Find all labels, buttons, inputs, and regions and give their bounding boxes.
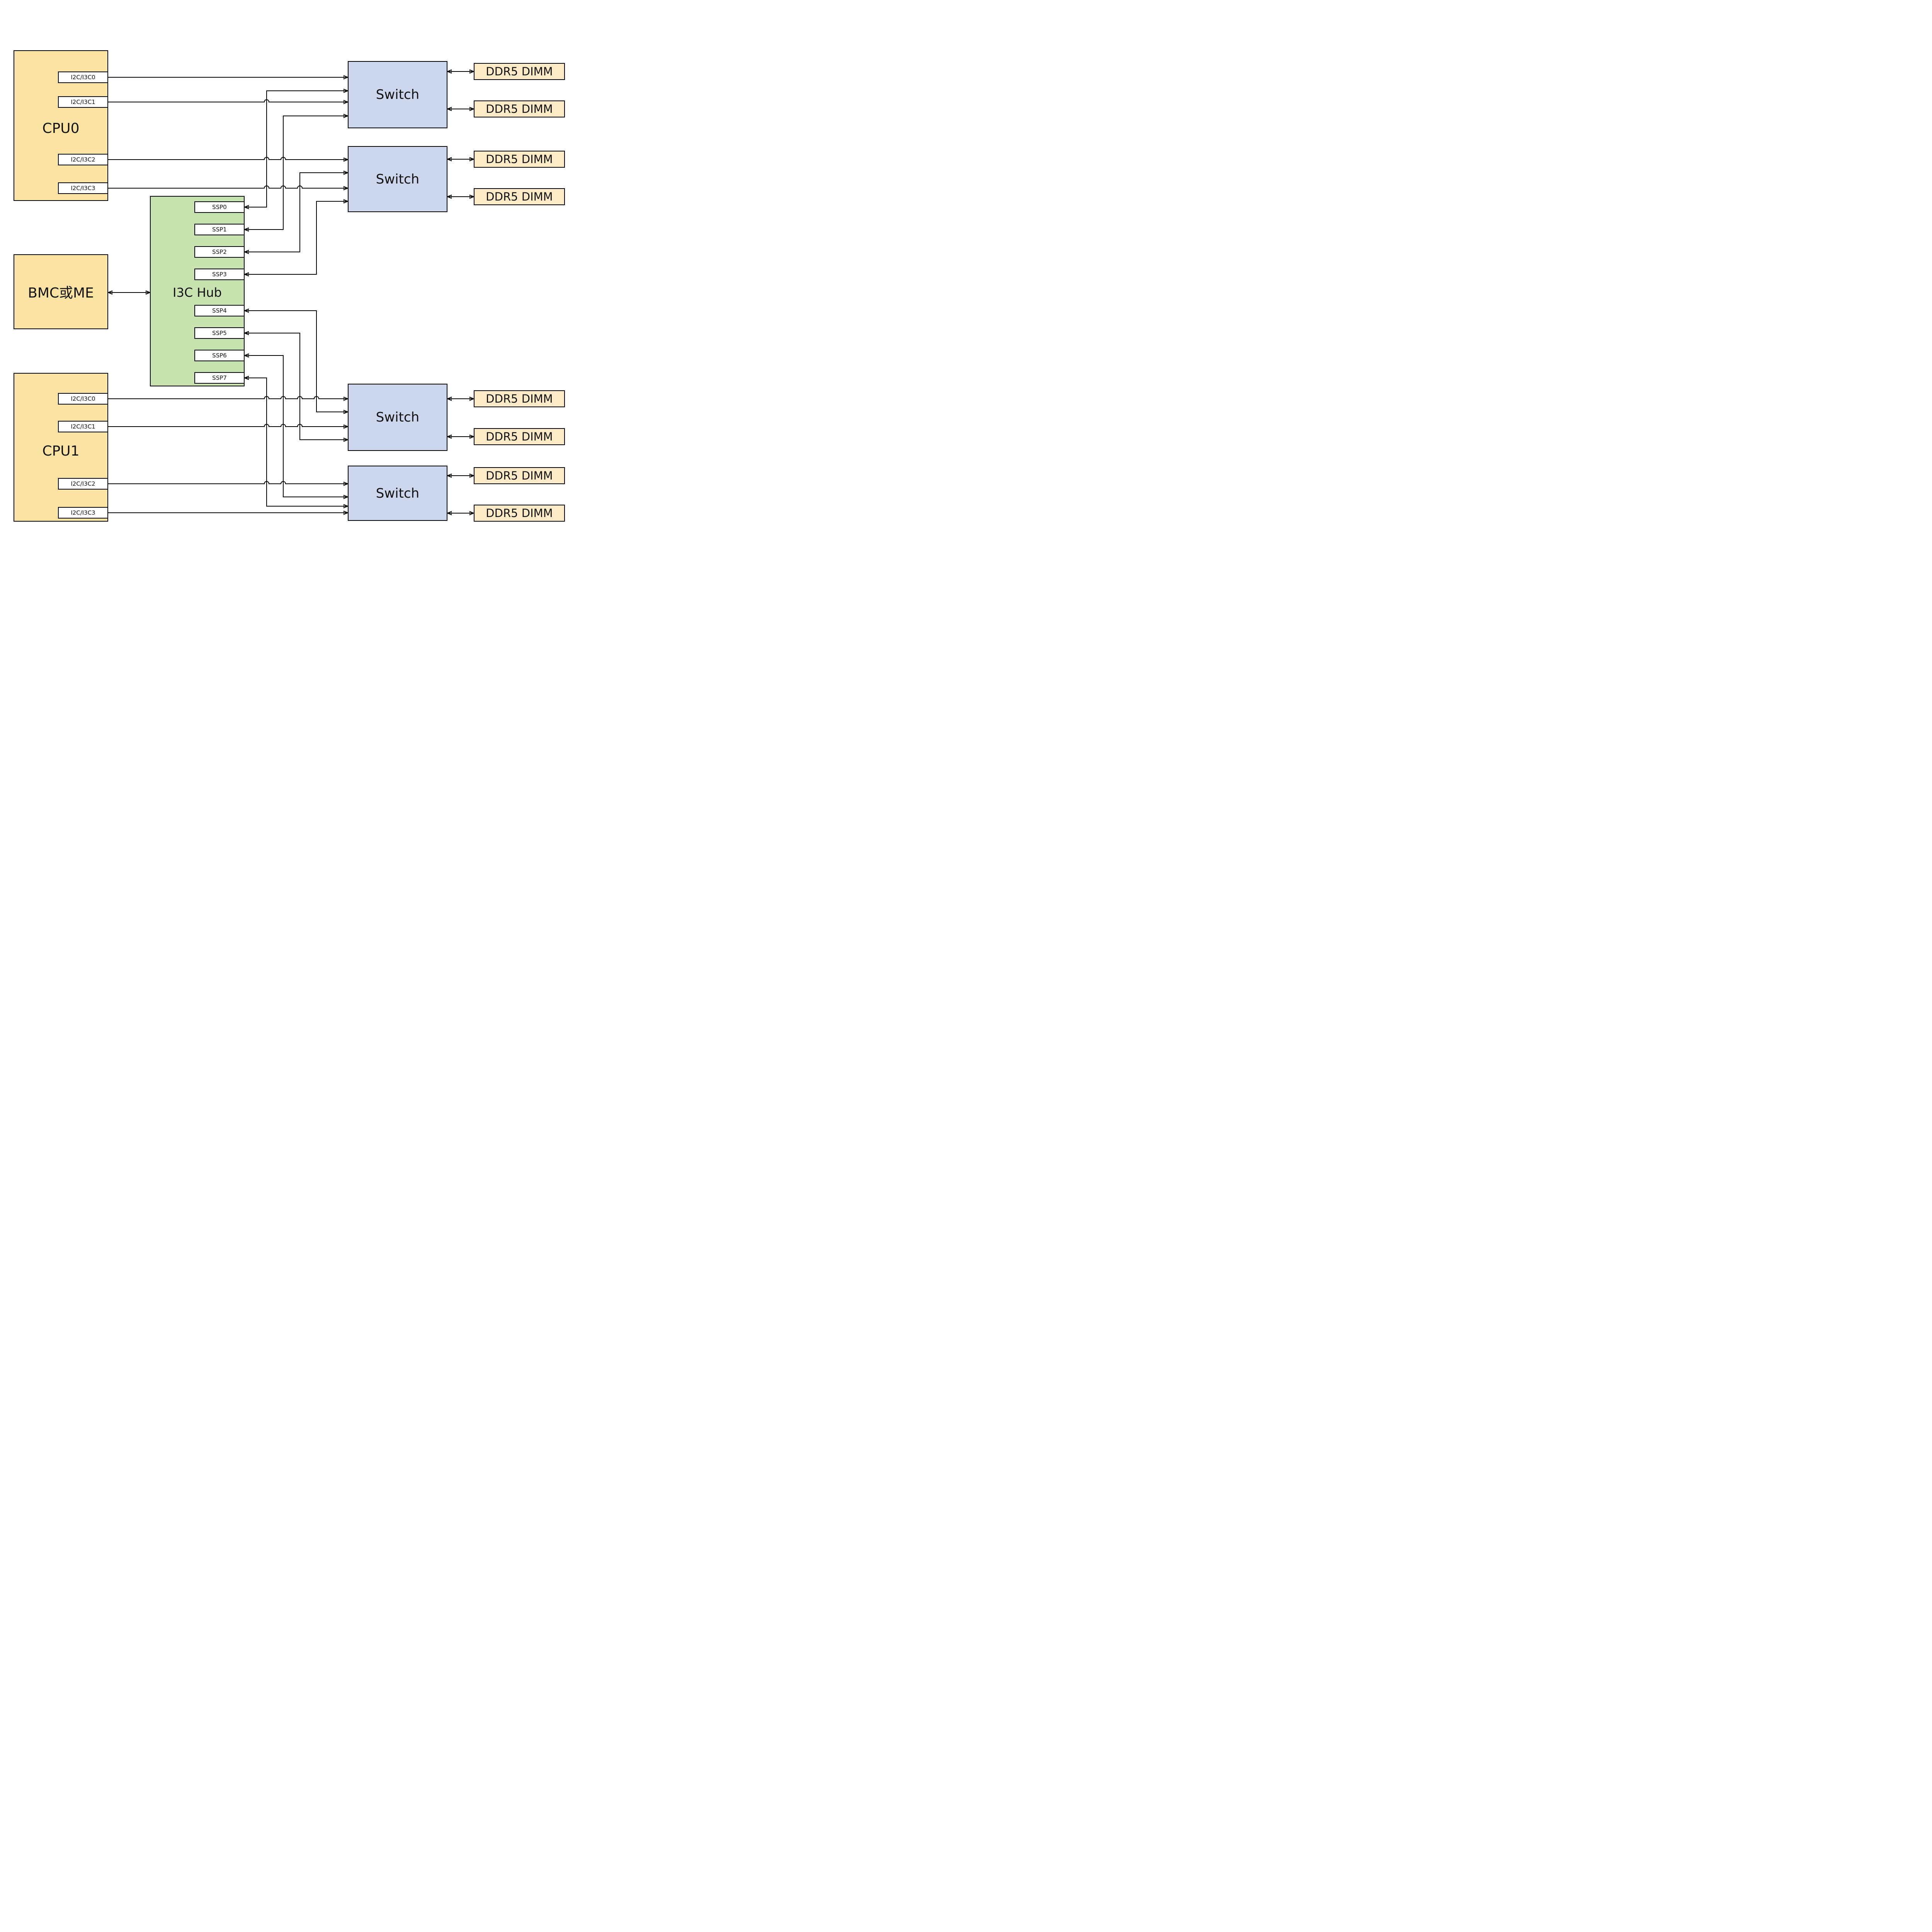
wire-cpu0-i2ci3c2-switch2 xyxy=(108,157,348,160)
cpu1-block: CPU1 I2C/I3C0 I2C/I3C1 I2C/I3C2 I2C/I3C3 xyxy=(14,373,108,522)
hub-port-ssp4: SSP4 xyxy=(194,305,245,316)
cpu0-label: CPU0 xyxy=(42,121,80,136)
cpu0-block: CPU0 I2C/I3C0 I2C/I3C1 I2C/I3C2 I2C/I3C3 xyxy=(14,50,108,201)
dimm7-block: DDR5 DIMM xyxy=(474,467,565,484)
wire-cpu0-i2ci3c3-switch2 xyxy=(108,185,348,188)
wire-cpu1-i2ci3c1-switch3 xyxy=(108,424,348,427)
switch2-block: Switch xyxy=(348,146,447,212)
wire-ssp5-switch3 xyxy=(245,333,348,440)
wire-ssp0-switch1 xyxy=(245,91,348,207)
i3c-hub-block: I3C Hub SSP0 SSP1 SSP2 SSP3 SSP4 SSP5 SS… xyxy=(150,196,245,386)
hub-port-ssp1: SSP1 xyxy=(194,224,245,235)
wire-ssp2-switch2 xyxy=(245,173,348,252)
wire-ssp7-switch4 xyxy=(245,378,348,506)
cpu1-port-i2c-i3c1: I2C/I3C1 xyxy=(58,421,108,432)
bmc-label: BMC或ME xyxy=(28,285,94,301)
cpu0-port-i2c-i3c3: I2C/I3C3 xyxy=(58,182,108,194)
switch1-label: Switch xyxy=(376,87,420,102)
dimm3-block: DDR5 DIMM xyxy=(474,151,565,168)
dimm8-block: DDR5 DIMM xyxy=(474,505,565,522)
hub-port-ssp5: SSP5 xyxy=(194,327,245,339)
switch2-label: Switch xyxy=(376,171,420,187)
dimm1-block: DDR5 DIMM xyxy=(474,63,565,80)
diagram-canvas: CPU0 I2C/I3C0 I2C/I3C1 I2C/I3C2 I2C/I3C3… xyxy=(0,0,571,522)
wire-cpu1-i2ci3c0-switch3 xyxy=(108,396,348,399)
dimm5-block: DDR5 DIMM xyxy=(474,390,565,407)
switch3-label: Switch xyxy=(376,410,420,425)
switch1-block: Switch xyxy=(348,61,447,128)
hub-port-ssp6: SSP6 xyxy=(194,350,245,361)
dimm2-block: DDR5 DIMM xyxy=(474,100,565,117)
cpu1-port-i2c-i3c0: I2C/I3C0 xyxy=(58,393,108,405)
wire-cpu1-i2ci3c2-switch4 xyxy=(108,481,348,484)
cpu0-port-i2c-i3c2: I2C/I3C2 xyxy=(58,154,108,165)
hub-port-ssp3: SSP3 xyxy=(194,269,245,280)
wire-ssp3-switch2 xyxy=(245,201,348,274)
cpu0-port-i2c-i3c1: I2C/I3C1 xyxy=(58,96,108,108)
switch4-block: Switch xyxy=(348,466,447,521)
cpu1-label: CPU1 xyxy=(42,443,80,459)
cpu1-port-i2c-i3c2: I2C/I3C2 xyxy=(58,478,108,490)
wire-ssp4-switch3 xyxy=(245,311,348,412)
dimm6-block: DDR5 DIMM xyxy=(474,428,565,445)
cpu1-port-i2c-i3c3: I2C/I3C3 xyxy=(58,507,108,519)
hub-port-ssp2: SSP2 xyxy=(194,246,245,258)
hub-port-ssp0: SSP0 xyxy=(194,201,245,213)
wires-layer xyxy=(108,0,474,522)
wire-cpu0-i2ci3c1-switch1 xyxy=(108,99,348,102)
cpu0-port-i2c-i3c0: I2C/I3C0 xyxy=(58,71,108,83)
switch3-block: Switch xyxy=(348,384,447,451)
bmc-block: BMC或ME xyxy=(14,254,108,329)
switch4-label: Switch xyxy=(376,485,420,501)
i3c-hub-label: I3C Hub xyxy=(173,285,222,300)
dimm4-block: DDR5 DIMM xyxy=(474,188,565,205)
hub-port-ssp7: SSP7 xyxy=(194,372,245,384)
